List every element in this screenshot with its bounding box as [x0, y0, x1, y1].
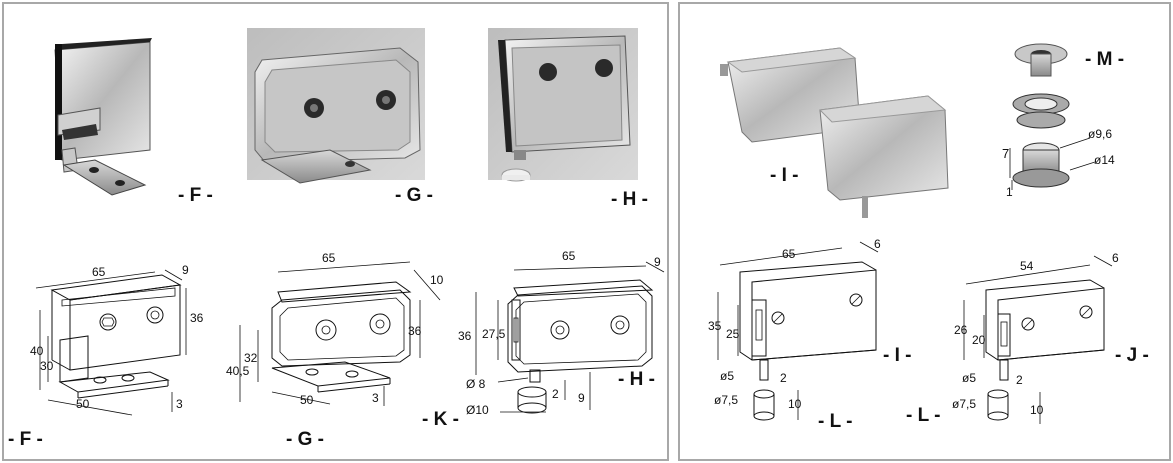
dim-i-35: 35 [708, 319, 722, 333]
dim-h-27-5: 27,5 [482, 327, 506, 341]
label-draw-f: - F - [8, 429, 43, 450]
dim-j-d5: ø5 [962, 371, 976, 385]
dim-j-d7-5: ø7,5 [952, 397, 976, 411]
dim-h-2: 2 [552, 387, 559, 401]
dim-j-20: 20 [972, 333, 986, 347]
dim-i-6: 6 [874, 237, 881, 251]
dim-g-3: 3 [372, 391, 379, 405]
dim-h-d8: Ø 8 [466, 377, 486, 391]
photo-hinge-g [247, 28, 425, 184]
dim-i-d7-5: ø7,5 [714, 393, 738, 407]
dim-g-32: 32 [244, 351, 258, 365]
dim-g-50: 50 [300, 393, 314, 407]
dim-j-54: 54 [1020, 259, 1034, 273]
dim-g-36: 36 [408, 324, 422, 338]
dim-g-10: 10 [430, 273, 444, 287]
dim-i-25: 25 [726, 327, 740, 341]
dim-m-d9-6: ø9,6 [1088, 127, 1112, 141]
dim-h-9: 9 [654, 255, 661, 269]
dim-g-40-5: 40,5 [226, 364, 250, 378]
dim-h-65: 65 [562, 249, 576, 263]
dim-m-1: 1 [1006, 185, 1013, 199]
dim-h-9b: 9 [578, 391, 585, 405]
photo-hinge-h [488, 28, 638, 182]
label-draw-i: - I - [883, 345, 912, 366]
dim-f-50: 50 [76, 397, 90, 411]
dim-f-3: 3 [176, 397, 183, 411]
dim-h-d10: Ø10 [466, 403, 489, 417]
dim-f-65: 65 [92, 265, 106, 279]
dim-i-10: 10 [788, 397, 802, 411]
dim-j-10: 10 [1030, 403, 1044, 417]
photo-bushing-m: 7 1 ø9,6 ø14 [1002, 43, 1115, 199]
dim-m-d14: ø14 [1094, 153, 1115, 167]
dim-j-6: 6 [1112, 251, 1119, 265]
dim-j-2: 2 [1016, 373, 1023, 387]
drawing-hinge-j: 54 6 26 20 ø5 ø7,5 2 10 [952, 251, 1119, 424]
label-draw-k: - K - [422, 409, 459, 430]
label-draw-l2: - L - [906, 405, 940, 426]
label-draw-h: - H - [618, 369, 655, 390]
dim-i-65: 65 [782, 247, 796, 261]
label-photo-h: - H - [611, 189, 648, 210]
dim-f-9: 9 [182, 263, 189, 277]
dim-h-36: 36 [458, 329, 472, 343]
label-photo-g: - G - [395, 185, 433, 206]
dim-j-26: 26 [954, 323, 968, 337]
dim-g-65: 65 [322, 251, 336, 265]
dim-i-2: 2 [780, 371, 787, 385]
label-photo-m: - M - [1085, 49, 1124, 70]
dim-i-d5: ø5 [720, 369, 734, 383]
label-photo-i: - I - [770, 165, 799, 186]
label-draw-g: - G - [286, 429, 324, 450]
drawing-hinge-i: 65 6 35 25 ø5 ø7,5 2 10 [708, 237, 881, 421]
label-draw-j: - J - [1115, 345, 1149, 366]
photo-hinge-f [54, 38, 152, 196]
drawing-hinge-f: 65 9 36 40 30 50 3 [30, 263, 204, 416]
dim-f-40: 40 [30, 344, 44, 358]
label-draw-l1: - L - [818, 411, 852, 432]
drawing-hinge-h: 65 9 36 27,5 Ø 8 Ø10 2 9 [458, 249, 665, 417]
photo-hinge-i [720, 47, 949, 218]
drawing-hinge-g: 65 10 36 40,5 32 50 3 [226, 251, 444, 407]
dim-f-36: 36 [190, 311, 204, 325]
dim-m-7: 7 [1002, 146, 1009, 161]
label-photo-f: - F - [178, 185, 213, 206]
dim-f-30: 30 [40, 359, 54, 373]
